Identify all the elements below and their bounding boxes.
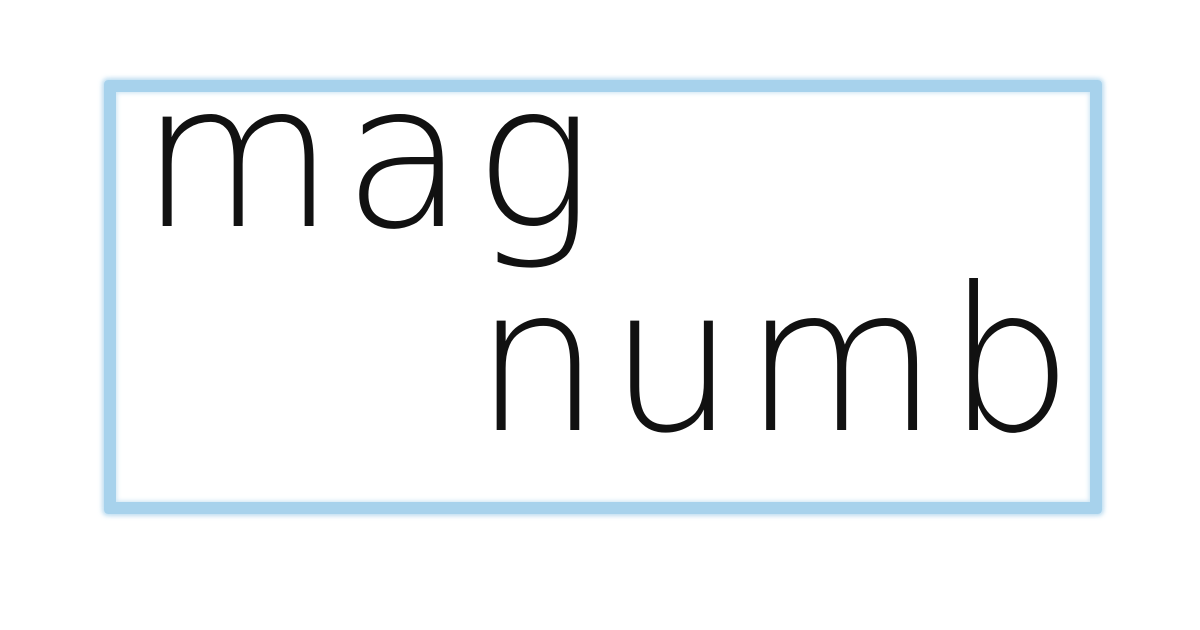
logo-frame [104,80,1102,514]
logo-word-bottom: numb [474,245,1082,478]
logo-word-top: mag [140,41,602,274]
